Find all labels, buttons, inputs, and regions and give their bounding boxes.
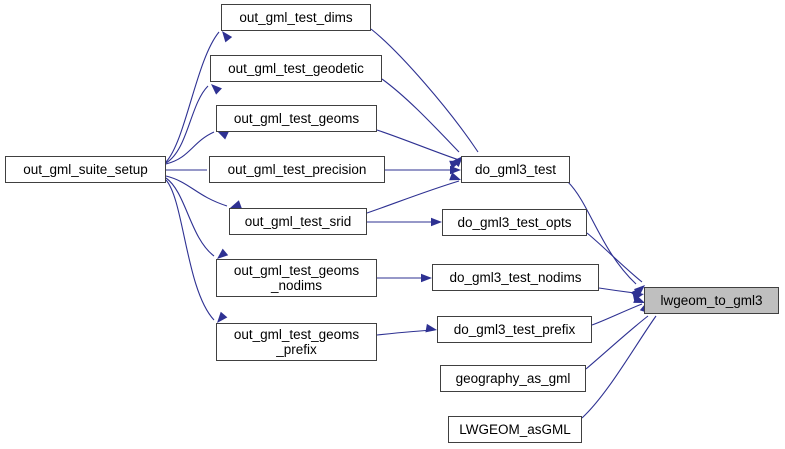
arrowhead-geoms-nodims	[217, 248, 229, 259]
graph-node-do_gml3_test_opts[interactable]: do_gml3_test_opts	[442, 209, 587, 236]
edge-suite-setup-to-geodetic	[165, 85, 209, 164]
graph-node-label-do_gml3_test_nodims: do_gml3_test_nodims	[449, 270, 582, 285]
graph-node-out_gml_test_precision[interactable]: out_gml_test_precision	[209, 156, 385, 183]
graph-node-label-out_gml_test_geodetic: out_gml_test_geodetic	[228, 61, 364, 76]
arrowhead-srid-test	[449, 172, 461, 181]
graph-node-label-out_gml_suite_setup: out_gml_suite_setup	[23, 162, 148, 177]
graph-node-label-out_gml_test_geoms_prefix: out_gml_test_geoms _prefix	[233, 327, 360, 357]
graph-node-LWGEOM_asGML[interactable]: LWGEOM_asGML	[448, 416, 582, 443]
edge-suite-setup-to-geoms-prefix	[165, 179, 215, 321]
graph-node-label-out_gml_test_srid: out_gml_test_srid	[244, 214, 352, 229]
edge-geoms-to-do-gml3-test	[376, 129, 460, 161]
graph-node-label-geography_as_gml: geography_as_gml	[455, 371, 571, 386]
edge-geodetic-to-do-gml3-test	[381, 78, 460, 153]
graph-node-out_gml_suite_setup[interactable]: out_gml_suite_setup	[5, 156, 166, 183]
edge-srid-to-do-gml3-test	[366, 180, 460, 214]
arrowhead-srid	[230, 200, 242, 209]
edge-suite-setup-to-geoms-nodims	[165, 177, 215, 257]
graph-node-label-do_gml3_test: do_gml3_test	[474, 162, 557, 177]
arrowhead-srid-opts	[431, 217, 442, 227]
arrowhead-prefix	[425, 323, 437, 333]
graph-node-label-do_gml3_test_prefix: do_gml3_test_prefix	[453, 322, 576, 337]
edge-lwgeom-asgml-to-lwgeom	[581, 315, 657, 419]
graph-node-label-out_gml_test_dims: out_gml_test_dims	[239, 10, 353, 25]
arrowhead-prefix-lwgeom	[633, 294, 645, 303]
edge-suite-setup-to-geoms	[165, 131, 215, 165]
edge-do-gml3-prefix-to-lwgeom	[591, 303, 643, 326]
graph-node-label-out_gml_test_geoms_nodims: out_gml_test_geoms _nodims	[233, 263, 360, 293]
arrowhead-geodetic	[211, 84, 222, 95]
graph-node-geography_as_gml[interactable]: geography_as_gml	[440, 365, 586, 392]
graph-node-label-out_gml_test_precision: out_gml_test_precision	[227, 162, 367, 177]
edge-dims-to-do-gml3-test	[370, 28, 479, 153]
graph-node-out_gml_test_geoms_nodims[interactable]: out_gml_test_geoms _nodims	[216, 259, 377, 297]
graph-node-do_gml3_test_prefix[interactable]: do_gml3_test_prefix	[437, 316, 592, 343]
arrowhead-opts-lwgeom	[633, 285, 645, 296]
edge-geography-as-gml-to-lwgeom	[585, 315, 649, 370]
graph-node-do_gml3_test[interactable]: do_gml3_test	[461, 156, 570, 183]
edge-suite-setup-to-dims	[165, 31, 220, 163]
graph-node-out_gml_test_geodetic[interactable]: out_gml_test_geodetic	[210, 55, 382, 82]
graph-node-label-out_gml_test_geoms: out_gml_test_geoms	[233, 111, 360, 126]
arrowhead-precision-test	[450, 165, 461, 175]
graph-node-out_gml_test_geoms_prefix[interactable]: out_gml_test_geoms _prefix	[216, 323, 377, 361]
graph-node-label-LWGEOM_asGML: LWGEOM_asGML	[459, 422, 571, 437]
edge-do-gml3-opts-to-lwgeom	[586, 232, 643, 283]
graph-node-out_gml_test_dims[interactable]: out_gml_test_dims	[221, 4, 371, 31]
arrowhead-geoms-prefix	[217, 311, 228, 323]
graph-node-label-do_gml3_test_opts: do_gml3_test_opts	[457, 215, 572, 230]
edge-do-gml3-test-to-lwgeom	[567, 181, 637, 285]
arrowhead-geoms	[217, 131, 229, 140]
graph-node-out_gml_test_srid[interactable]: out_gml_test_srid	[229, 208, 367, 235]
edge-suite-setup-to-srid	[165, 175, 228, 207]
graph-node-out_gml_test_geoms[interactable]: out_gml_test_geoms	[216, 105, 377, 132]
arrowhead-nodims	[421, 273, 432, 283]
graph-node-lwgeom_to_gml3[interactable]: lwgeom_to_gml3	[644, 287, 779, 314]
graph-node-label-lwgeom_to_gml3: lwgeom_to_gml3	[660, 293, 763, 308]
arrowhead-dims	[222, 31, 233, 43]
graph-node-do_gml3_test_nodims[interactable]: do_gml3_test_nodims	[432, 264, 599, 291]
